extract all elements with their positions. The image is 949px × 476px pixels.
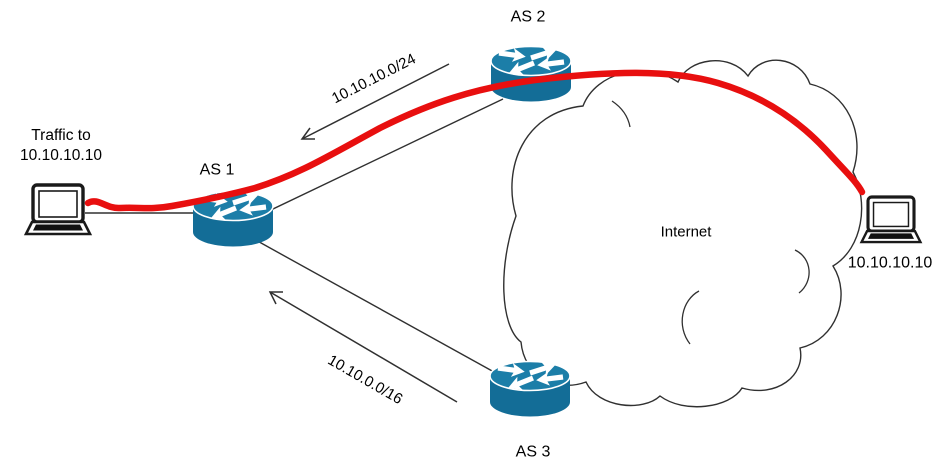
hijacked-traffic-path <box>84 69 866 212</box>
internet-label: Internet <box>660 223 712 241</box>
traffic-source-label: Traffic to 10.10.10.10 <box>20 126 102 166</box>
as2-label: AS 2 <box>510 8 546 26</box>
laptop-icon-destination <box>859 195 923 244</box>
traffic-source-label-line2: 10.10.10.10 <box>20 147 102 164</box>
link-as1-as2 <box>249 98 504 221</box>
destination-ip-label: 10.10.10.10 <box>847 254 933 272</box>
link-as1-as3 <box>251 237 495 373</box>
laptop-icon-source <box>24 183 92 236</box>
traffic-source-label-line1: Traffic to <box>31 126 91 144</box>
router-icon-as2 <box>491 43 571 102</box>
as1-label: AS 1 <box>199 161 235 179</box>
as3-label: AS 3 <box>515 443 551 461</box>
route-advertisement-arrow-16 <box>268 291 458 403</box>
route-advertisement-arrow-24 <box>300 63 450 140</box>
router-icon-as3 <box>490 358 570 417</box>
